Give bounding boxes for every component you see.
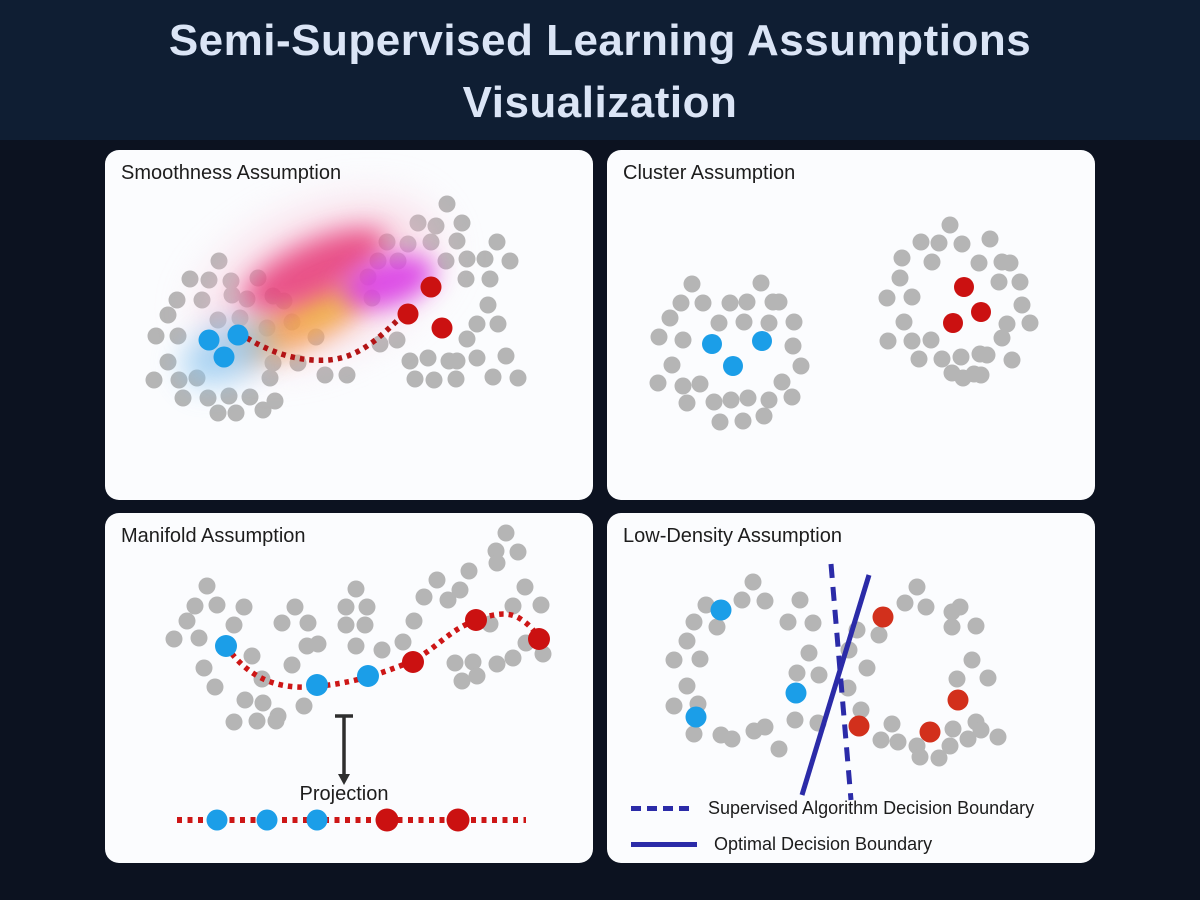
page-title: Semi-Supervised Learning Assumptions Vis…	[0, 0, 1200, 133]
labeled-blue-dots	[198, 324, 249, 368]
unlabeled-dots	[165, 524, 552, 731]
smoothness-dotted-curve	[245, 314, 404, 364]
projection-arrow	[335, 714, 353, 785]
similarity-gradient-blob	[243, 228, 387, 312]
labeled-red-dots	[397, 276, 453, 339]
projected-red-dots	[375, 808, 470, 832]
panel-smoothness-assumption: Smoothness Assumption	[105, 150, 593, 500]
similarity-gradient-blob	[341, 255, 435, 309]
panel-title-cluster: Cluster Assumption	[623, 162, 796, 184]
page-title-line-1: Semi-Supervised Learning Assumptions	[168, 16, 1032, 65]
labeled-blue-dots	[215, 635, 379, 696]
optimal-decision-boundary-line	[799, 574, 872, 796]
labeled-blue-dots	[702, 331, 772, 376]
legend-row-optimal-boundary: Optimal Decision Boundary	[631, 834, 932, 855]
legend-label-supervised-boundary: Supervised Algorithm Decision Boundary	[708, 798, 1035, 818]
supervised-decision-boundary-line	[828, 563, 854, 801]
panel-low-density-assumption: Low-Density Assumption Supervised Algori…	[607, 513, 1095, 863]
labeled-red-dots	[943, 277, 991, 333]
legend-label-optimal-boundary: Optimal Decision Boundary	[714, 834, 933, 854]
projection-label: Projection	[299, 783, 389, 805]
header-banner: Semi-Supervised Learning Assumptions Vis…	[0, 0, 1200, 140]
panel-title-manifold: Manifold Assumption	[121, 525, 306, 547]
projected-blue-dots	[206, 809, 328, 831]
page-title-line-2: Visualization	[462, 77, 738, 127]
panel-manifold-assumption: Manifold Assumption Projection	[105, 513, 593, 863]
panel-title-low-density: Low-Density Assumption	[623, 525, 842, 547]
dashed-line-sample	[631, 806, 691, 811]
manifold-dotted-curve	[223, 611, 542, 690]
solid-line-sample	[631, 842, 697, 847]
legend-row-supervised-boundary: Supervised Algorithm Decision Boundary	[631, 798, 1034, 819]
unlabeled-dots	[649, 216, 1039, 431]
labeled-blue-dots	[685, 599, 807, 728]
labeled-red-dots	[848, 606, 969, 743]
manifold-scatter-canvas	[165, 524, 552, 832]
cluster-scatter-canvas	[649, 216, 1039, 431]
low-density-scatter-canvas	[665, 563, 1007, 801]
smoothness-scatter-canvas	[145, 195, 527, 422]
labeled-red-dots	[402, 609, 550, 673]
panel-cluster-assumption: Cluster Assumption	[607, 150, 1095, 500]
panel-title-smoothness: Smoothness Assumption	[121, 162, 342, 184]
